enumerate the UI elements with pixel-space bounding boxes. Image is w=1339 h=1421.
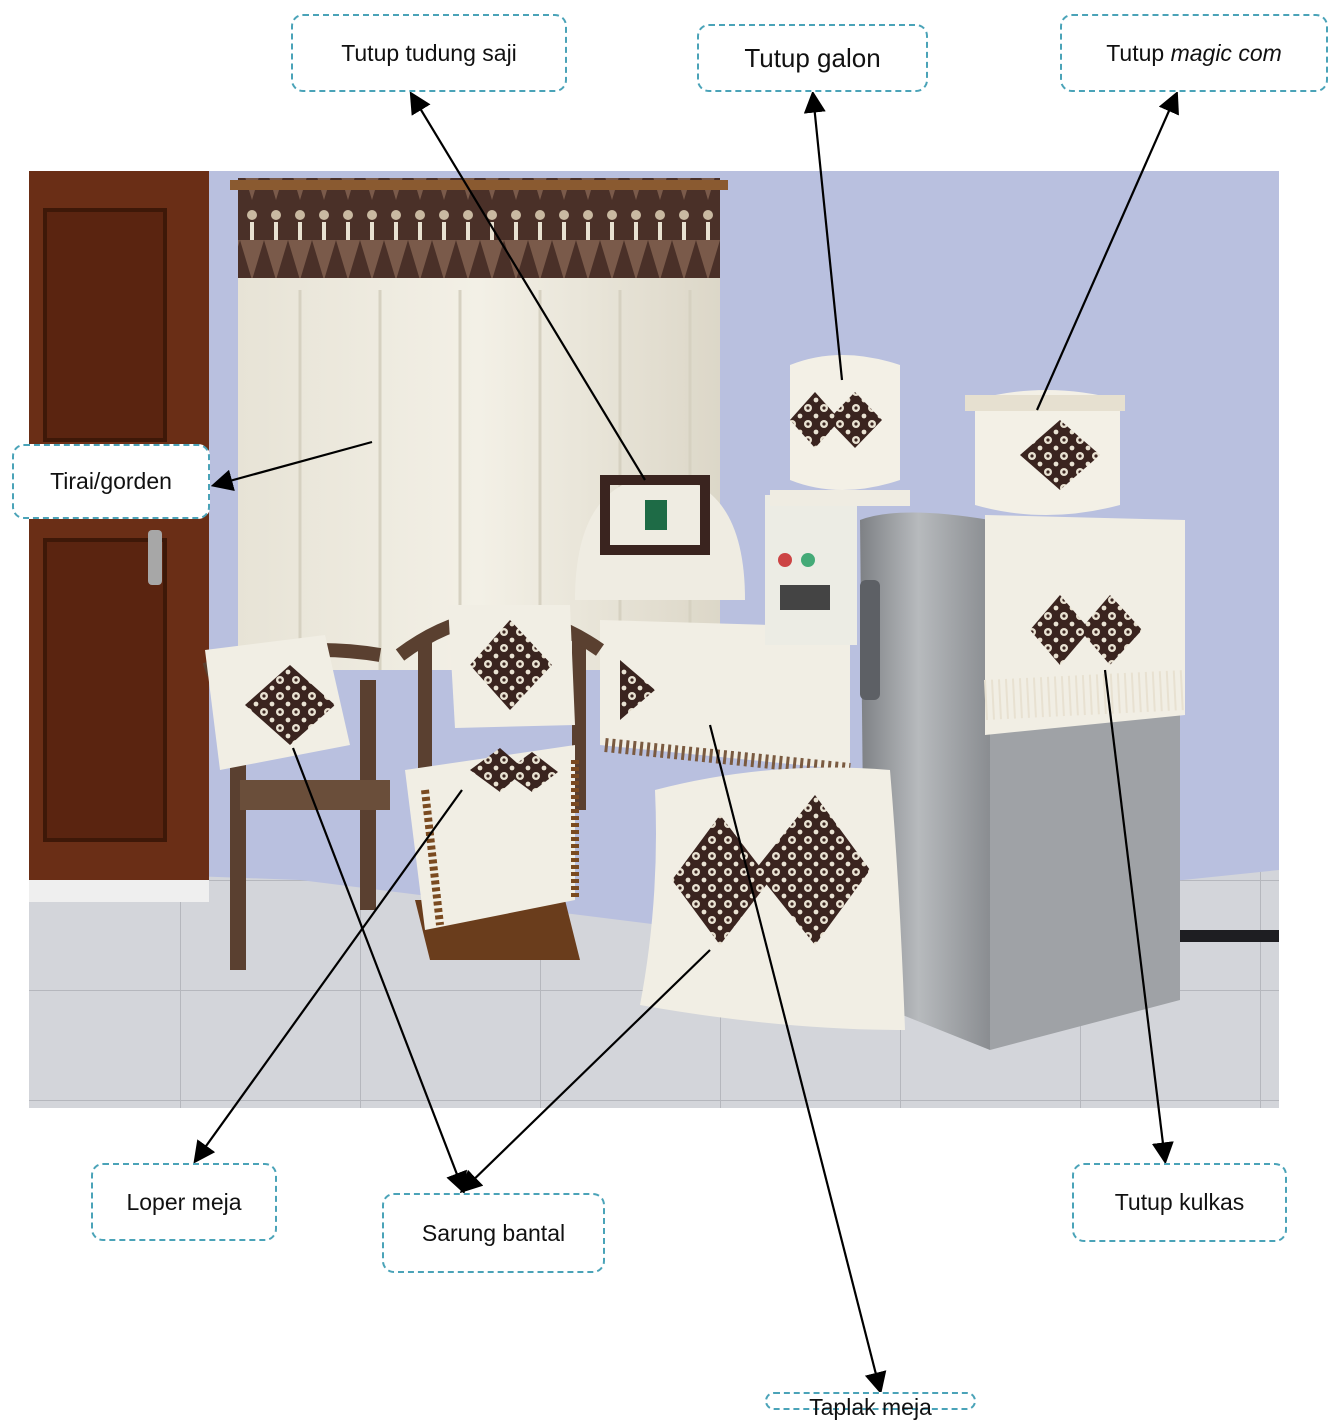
chair-pillows [205,605,575,770]
water-dispenser [765,495,857,645]
door-handle [148,530,162,585]
label-text: Taplak meja [809,1394,932,1420]
label-tutup-magic-com: Tutup magic com [1060,14,1328,92]
room-photo [29,171,1279,1108]
floor-pillow [640,767,905,1030]
arrow-magic-com [1035,90,1179,411]
label-tirai-gorden: Tirai/gorden [12,444,210,519]
serving-hood-cover [575,475,745,600]
arrow-gorden [210,440,373,491]
label-text: Sarung bantal [421,1219,566,1246]
fridge-handle [860,580,880,700]
curtain-rod [230,180,728,190]
wooden-door [29,171,209,902]
curtain-valance [238,178,720,278]
table-runner [405,745,579,930]
callout-arrows [193,90,1179,1395]
label-text: Tutup magic com [1106,39,1282,66]
arrow-kulkas [1103,669,1174,1165]
label-tutup-galon: Tutup galon [697,24,928,92]
arrow-bantal-floor [459,949,711,1194]
label-text: Tirai/gorden [50,468,172,494]
label-sarung-bantal: Sarung bantal [382,1193,605,1273]
arrow-taplak [708,724,887,1395]
label-loper-meja: Loper meja [91,1163,277,1241]
label-text: Tutup tudung saji [341,39,517,66]
arrow-galon [803,90,844,381]
label-tutup-tudung-saji: Tutup tudung saji [291,14,567,92]
label-tutup-kulkas: Tutup kulkas [1072,1163,1287,1242]
label-taplak-meja: Taplak meja [765,1392,976,1420]
table-batik [620,660,655,720]
arrow-tudung-saji [409,91,646,481]
label-text: Tutup galon [744,42,881,73]
table [600,620,851,777]
label-text: Tutup kulkas [1114,1189,1245,1215]
refrigerator [860,512,1186,1050]
arrow-loper [193,789,463,1164]
gallon-cover [770,355,910,506]
arrow-bantal-chair [291,747,467,1195]
label-text: Loper meja [126,1188,242,1215]
magic-com-cover [965,390,1125,515]
